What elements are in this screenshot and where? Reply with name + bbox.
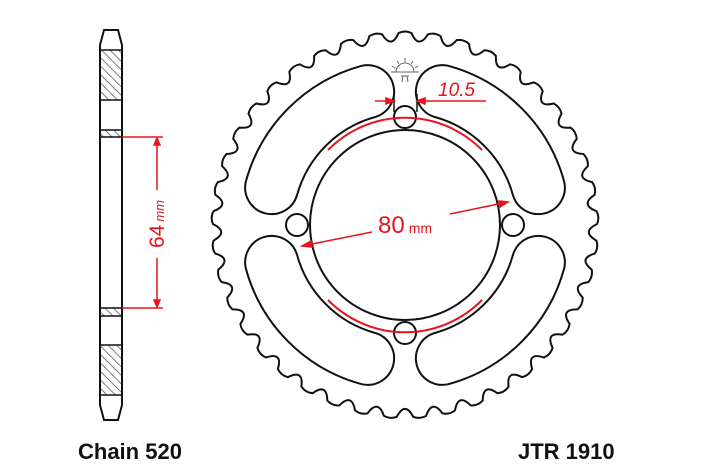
bolt-circle <box>327 116 483 334</box>
bolt-hole-dimension <box>375 94 486 112</box>
bore-dimension <box>299 200 511 248</box>
bolt-hole-bottom <box>393 321 417 345</box>
offset-dimension <box>122 136 163 309</box>
bolt-hole-top <box>393 105 417 129</box>
slot-3 <box>414 234 566 386</box>
sun-icon <box>391 58 419 83</box>
side-profile <box>99 29 123 421</box>
slot-1 <box>244 64 396 216</box>
offset-value: 64mm <box>146 200 169 248</box>
hatch-hub-bottom <box>99 307 123 317</box>
sprocket-outline <box>210 30 600 419</box>
hatch-tooth-top <box>99 49 123 101</box>
bolt-hole-right <box>501 213 525 237</box>
bolt-hole-left <box>285 213 309 237</box>
slot-2 <box>414 64 566 216</box>
bolt-hole-value: 10.5 <box>438 80 475 101</box>
hatch-hub-top <box>99 129 123 138</box>
slot-0 <box>244 234 396 386</box>
part-number: JTR 1910 <box>518 439 615 464</box>
lightening-slots <box>244 64 566 386</box>
bolt-holes <box>285 105 525 345</box>
hatch-tooth-bottom <box>99 344 123 396</box>
center-bore <box>309 129 501 321</box>
chain-label: Chain 520 <box>78 439 182 464</box>
